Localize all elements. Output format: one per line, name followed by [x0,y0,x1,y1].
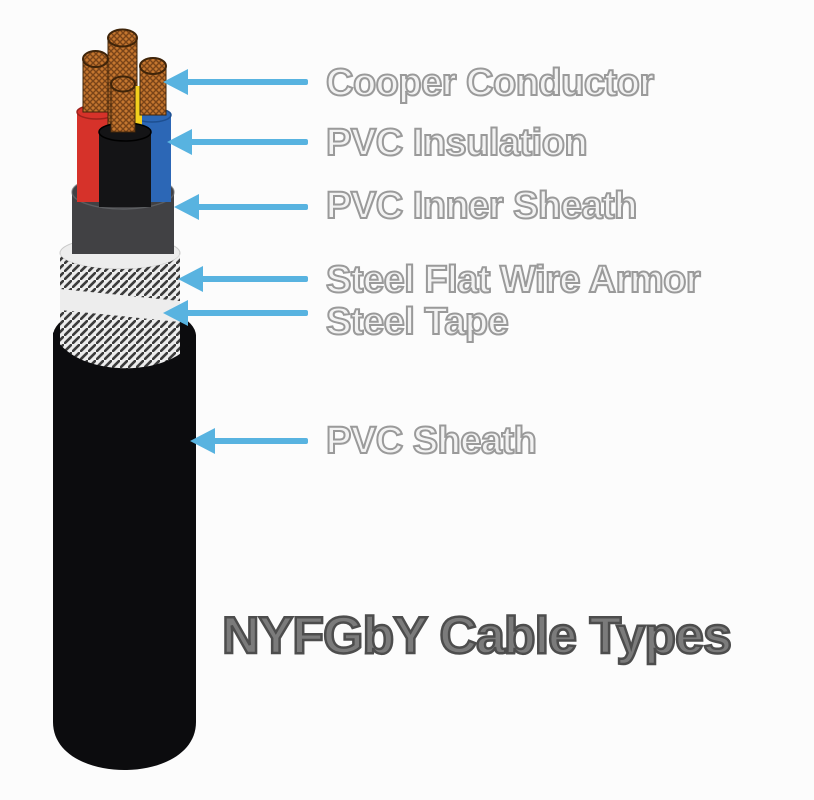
arrow-line [210,438,308,444]
label-pvc-inner-sheath: PVC Inner Sheath [325,184,638,228]
copper-front-top [110,75,136,93]
label-cooper-conductor: Cooper Conductor [325,61,655,105]
copper-conductor-front [110,75,136,133]
pvc-insulation-black-shape [98,122,152,207]
arrow-pvc-insulation [167,129,308,155]
outer-sheath-shape [53,332,196,770]
arrowhead-icon [163,300,188,326]
arrow-pvc-sheath [190,428,308,454]
label-steel-flat-wire-armor: Steel Flat Wire Armor [325,258,702,302]
copper-left-top [82,50,109,68]
arrow-pvc-inner-sheath [174,194,308,220]
copper-right-top [139,57,167,75]
label-pvc-insulation: PVC Insulation [325,121,589,165]
arrow-line [198,276,308,282]
arrowhead-icon [163,69,188,95]
arrow-cooper-conductor [163,69,308,95]
label-steel-tape: Steel Tape [325,300,510,344]
arrowhead-icon [178,266,203,292]
black-insulation-body [99,132,151,207]
diagram-title: NYFGbY Cable Types [221,606,733,667]
label-pvc-sheath: PVC Sheath [325,419,538,463]
arrow-steel-tape [163,300,308,326]
arrow-line [187,139,308,145]
arrow-line [183,79,308,85]
copper-conductor-left [82,50,109,113]
arrow-steel-flat-wire-armor [178,266,308,292]
copper-back-top [107,28,138,48]
arrowhead-icon [174,194,199,220]
steel-tape-shape [60,289,180,322]
copper-conductor-right [139,57,167,116]
arrow-line [194,204,308,210]
arrowhead-icon [167,129,192,155]
arrowhead-icon [190,428,215,454]
arrow-line [183,310,308,316]
